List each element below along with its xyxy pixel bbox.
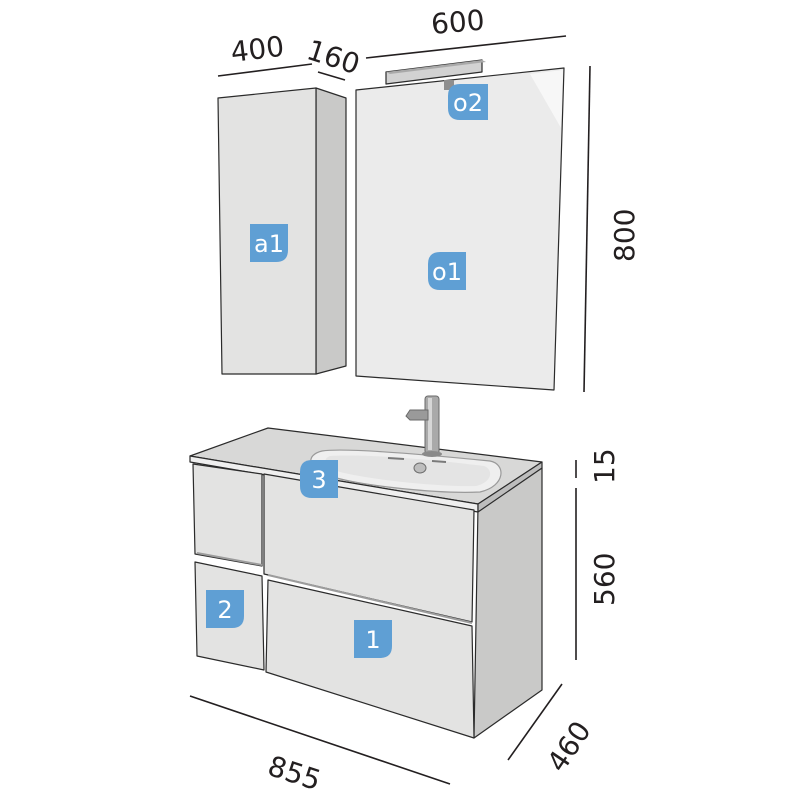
badge-label-lamp: o2 <box>453 89 483 117</box>
dim-line-column-width <box>217 63 313 77</box>
badge-washbasin: 3 <box>300 460 338 498</box>
dim-vanity-height: 560 <box>588 553 621 606</box>
dim-line-column-depth <box>317 71 346 81</box>
mirror-lamp <box>385 59 486 90</box>
vanity-side-face <box>473 467 543 739</box>
basin-detail-line <box>387 457 405 460</box>
badge-label-mirror: o1 <box>432 258 462 286</box>
badge-lower-drawer: 1 <box>354 620 392 658</box>
top-left-door <box>192 463 263 567</box>
dim-line-vanity-width <box>189 695 451 785</box>
overflow-hole <box>413 462 427 474</box>
dim-top-thickness: 15 <box>588 448 621 484</box>
badge-bg <box>448 84 488 120</box>
dim-column-width: 400 <box>229 30 286 69</box>
dim-line-mirror-width <box>365 35 567 59</box>
dim-line-vanity-depth <box>507 683 563 761</box>
badge-bg <box>300 460 338 498</box>
dim-column-depth: 160 <box>303 33 364 81</box>
handle-groove-right <box>267 574 473 624</box>
callout-badges: a1 o1 o2 3 2 1 <box>206 84 488 658</box>
badge-label-side-door: 2 <box>217 596 232 624</box>
mirror-panel <box>355 67 565 391</box>
countertop-side-edge <box>477 461 543 513</box>
dim-vanity-width: 855 <box>264 749 325 797</box>
mirror <box>355 67 565 391</box>
dim-vanity-depth: 460 <box>540 715 597 778</box>
badge-label-washbasin: 3 <box>311 466 326 494</box>
badge-bg <box>354 620 392 658</box>
badge-mirror: o1 <box>428 252 466 290</box>
dimension-lines <box>189 35 591 785</box>
vanity-cabinet <box>189 395 543 739</box>
dim-line-mirror-height <box>583 65 591 393</box>
badge-bg <box>206 590 244 628</box>
faucet <box>405 395 442 457</box>
washbasin-inner <box>325 455 491 487</box>
lamp-top <box>386 60 486 74</box>
badge-lamp: o2 <box>448 84 488 120</box>
badge-label-lower-drawer: 1 <box>365 626 380 654</box>
badge-label-column: a1 <box>254 230 284 258</box>
handle-groove-left <box>196 552 263 566</box>
mirror-reflection <box>530 70 563 128</box>
badge-bg <box>428 252 466 290</box>
dim-mirror-height: 800 <box>608 209 641 262</box>
badge-column: a1 <box>250 224 288 262</box>
lamp-bracket <box>444 80 454 90</box>
faucet-spout <box>405 409 429 421</box>
basin-detail-line-2 <box>431 460 447 463</box>
lower-drawer <box>265 579 475 739</box>
dim-mirror-width: 600 <box>430 3 486 41</box>
badge-side-door: 2 <box>206 590 244 628</box>
badge-bg <box>250 224 288 262</box>
column-side-face <box>315 87 347 375</box>
faucet-highlight <box>428 398 432 450</box>
faucet-base <box>422 451 442 457</box>
